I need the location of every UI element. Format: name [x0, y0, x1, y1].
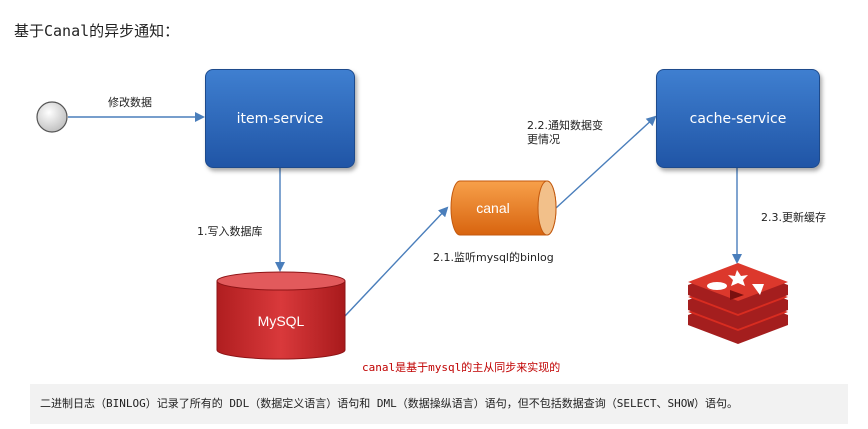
canal-note: canal是基于mysql的主从同步来实现的 [362, 361, 561, 374]
start-node-icon [36, 101, 68, 133]
cache-service-label: cache-service [689, 110, 787, 127]
canal-label: canal [476, 200, 509, 216]
binlog-footer: 二进制日志（BINLOG）记录了所有的 DDL（数据定义语言）语句和 DML（数… [30, 384, 848, 424]
page-title: 基于Canal的异步通知： [14, 22, 180, 40]
item-service-box: item-service [205, 69, 355, 168]
item-service-label: item-service [236, 110, 324, 127]
edge-update-cache-label: 2.3.更新缓存 [761, 211, 826, 224]
mysql-label: MySQL [258, 313, 305, 329]
edge-notify-arrow [555, 115, 657, 209]
cache-service-box: cache-service [656, 69, 820, 168]
edge-modify-label: 修改数据 [108, 96, 152, 109]
edge-notify-label-line2: 更情况 [527, 133, 560, 146]
edge-notify-label-line1: 2.2.通知数据变 [527, 119, 603, 132]
canal-node: canal [450, 180, 557, 236]
edge-listen-binlog-label: 2.1.监听mysql的binlog [433, 251, 554, 264]
edge-notify-label: 2.2.通知数据变 更情况 [527, 119, 603, 147]
redis-icon [688, 263, 788, 344]
mysql-node: MySQL [216, 271, 346, 360]
edge-write-db-label: 1.写入数据库 [197, 225, 263, 238]
edge-listen-binlog-arrow [344, 206, 449, 317]
